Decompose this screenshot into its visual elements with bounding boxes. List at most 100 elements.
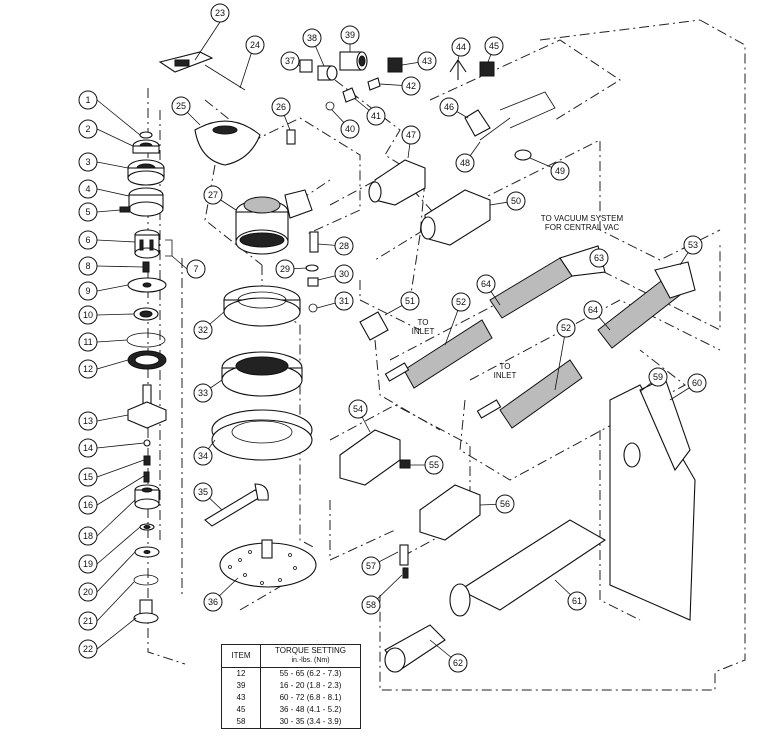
row-setting: 16 - 20 (1.8 - 2.3) bbox=[260, 680, 361, 692]
svg-text:28: 28 bbox=[339, 241, 349, 251]
svg-text:57: 57 bbox=[366, 561, 376, 571]
svg-text:6: 6 bbox=[85, 235, 90, 245]
callout-24: 24 bbox=[245, 35, 265, 55]
svg-text:54: 54 bbox=[353, 404, 363, 414]
callout-28: 28 bbox=[334, 236, 354, 256]
callout-15: 15 bbox=[78, 467, 98, 487]
callout-34: 34 bbox=[193, 446, 213, 466]
svg-text:31: 31 bbox=[339, 296, 349, 306]
header-units-label: in.-lbs. (Nm) bbox=[291, 657, 330, 664]
callout-44: 44 bbox=[451, 37, 471, 57]
svg-text:2: 2 bbox=[85, 124, 90, 134]
callout-bubbles: 1 2 3 4 5 6 8 9 10 11 12 13 14 15 16 18 … bbox=[78, 3, 707, 673]
svg-text:19: 19 bbox=[83, 559, 93, 569]
callout-9: 9 bbox=[78, 281, 98, 301]
svg-text:23: 23 bbox=[215, 8, 225, 18]
svg-text:47: 47 bbox=[406, 130, 416, 140]
callout-13: 13 bbox=[78, 411, 98, 431]
svg-text:11: 11 bbox=[83, 337, 92, 347]
svg-text:50: 50 bbox=[511, 196, 521, 206]
row-item: 12 bbox=[221, 667, 261, 680]
svg-text:55: 55 bbox=[429, 460, 439, 470]
callout-50: 50 bbox=[506, 191, 526, 211]
svg-text:43: 43 bbox=[422, 56, 432, 66]
svg-text:64: 64 bbox=[588, 305, 598, 315]
svg-text:24: 24 bbox=[250, 40, 260, 50]
callout-3: 3 bbox=[78, 152, 98, 172]
callout-35: 35 bbox=[193, 482, 213, 502]
callout-63: 63 bbox=[589, 248, 609, 268]
svg-text:21: 21 bbox=[83, 616, 93, 626]
callout-61: 61 bbox=[567, 591, 587, 611]
svg-text:52: 52 bbox=[561, 323, 571, 333]
svg-text:12: 12 bbox=[83, 364, 93, 374]
callout-51: 51 bbox=[400, 291, 420, 311]
inlet-note-upper: TO INLET bbox=[405, 318, 441, 336]
callout-62: 62 bbox=[448, 653, 468, 673]
svg-text:38: 38 bbox=[307, 33, 317, 43]
svg-text:58: 58 bbox=[366, 600, 376, 610]
svg-text:40: 40 bbox=[345, 124, 355, 134]
adapter-parts bbox=[339, 377, 696, 673]
svg-text:36: 36 bbox=[208, 597, 218, 607]
header-item: ITEM bbox=[221, 644, 261, 668]
callout-31: 31 bbox=[334, 291, 354, 311]
svg-text:33: 33 bbox=[198, 388, 208, 398]
callout-56: 56 bbox=[495, 494, 515, 514]
callout-64-a: 64 bbox=[476, 274, 496, 294]
svg-text:42: 42 bbox=[406, 81, 416, 91]
callout-14: 14 bbox=[78, 438, 98, 458]
callout-16: 16 bbox=[78, 495, 98, 515]
callout-53: 53 bbox=[683, 235, 703, 255]
callout-37: 37 bbox=[280, 51, 300, 71]
svg-text:45: 45 bbox=[489, 41, 499, 51]
callout-18: 18 bbox=[78, 526, 98, 546]
header-setting-label: TORQUE SETTING bbox=[275, 646, 346, 655]
svg-text:9: 9 bbox=[85, 286, 90, 296]
callout-33: 33 bbox=[193, 383, 213, 403]
svg-text:14: 14 bbox=[83, 443, 93, 453]
callout-48: 48 bbox=[455, 153, 475, 173]
callout-43: 43 bbox=[417, 51, 437, 71]
callout-45: 45 bbox=[484, 36, 504, 56]
svg-text:52: 52 bbox=[456, 297, 466, 307]
svg-text:15: 15 bbox=[83, 472, 93, 482]
svg-text:34: 34 bbox=[198, 451, 208, 461]
svg-text:26: 26 bbox=[276, 102, 286, 112]
svg-text:5: 5 bbox=[85, 207, 90, 217]
callout-22: 22 bbox=[78, 639, 98, 659]
inlet-note-upper-line1: TO bbox=[417, 318, 429, 327]
svg-text:32: 32 bbox=[198, 325, 208, 335]
row-item: 43 bbox=[221, 692, 261, 704]
svg-text:64: 64 bbox=[481, 279, 491, 289]
svg-text:7: 7 bbox=[193, 264, 198, 274]
callout-29: 29 bbox=[275, 259, 295, 279]
vacuum-note-line1: TO VACUUM SYSTEM bbox=[540, 214, 624, 223]
valve-parts bbox=[299, 51, 556, 341]
callout-41: 41 bbox=[366, 106, 386, 126]
callout-5: 5 bbox=[78, 202, 98, 222]
callout-6: 6 bbox=[78, 230, 98, 250]
callout-49: 49 bbox=[550, 161, 570, 181]
svg-text:51: 51 bbox=[405, 296, 415, 306]
svg-text:39: 39 bbox=[345, 30, 355, 40]
callout-60: 60 bbox=[687, 373, 707, 393]
callout-55: 55 bbox=[424, 455, 444, 475]
callout-7: 7 bbox=[186, 259, 206, 279]
callout-30: 30 bbox=[334, 264, 354, 284]
callout-58: 58 bbox=[361, 595, 381, 615]
callout-8: 8 bbox=[78, 256, 98, 276]
row-setting: 36 - 48 (4.1 - 5.2) bbox=[260, 704, 361, 716]
callout-59: 59 bbox=[648, 367, 668, 387]
svg-text:48: 48 bbox=[460, 158, 470, 168]
callout-36: 36 bbox=[203, 592, 223, 612]
svg-text:27: 27 bbox=[208, 190, 218, 200]
svg-text:8: 8 bbox=[85, 261, 90, 271]
svg-text:4: 4 bbox=[85, 184, 90, 194]
svg-text:1: 1 bbox=[85, 95, 90, 105]
svg-text:20: 20 bbox=[83, 587, 93, 597]
